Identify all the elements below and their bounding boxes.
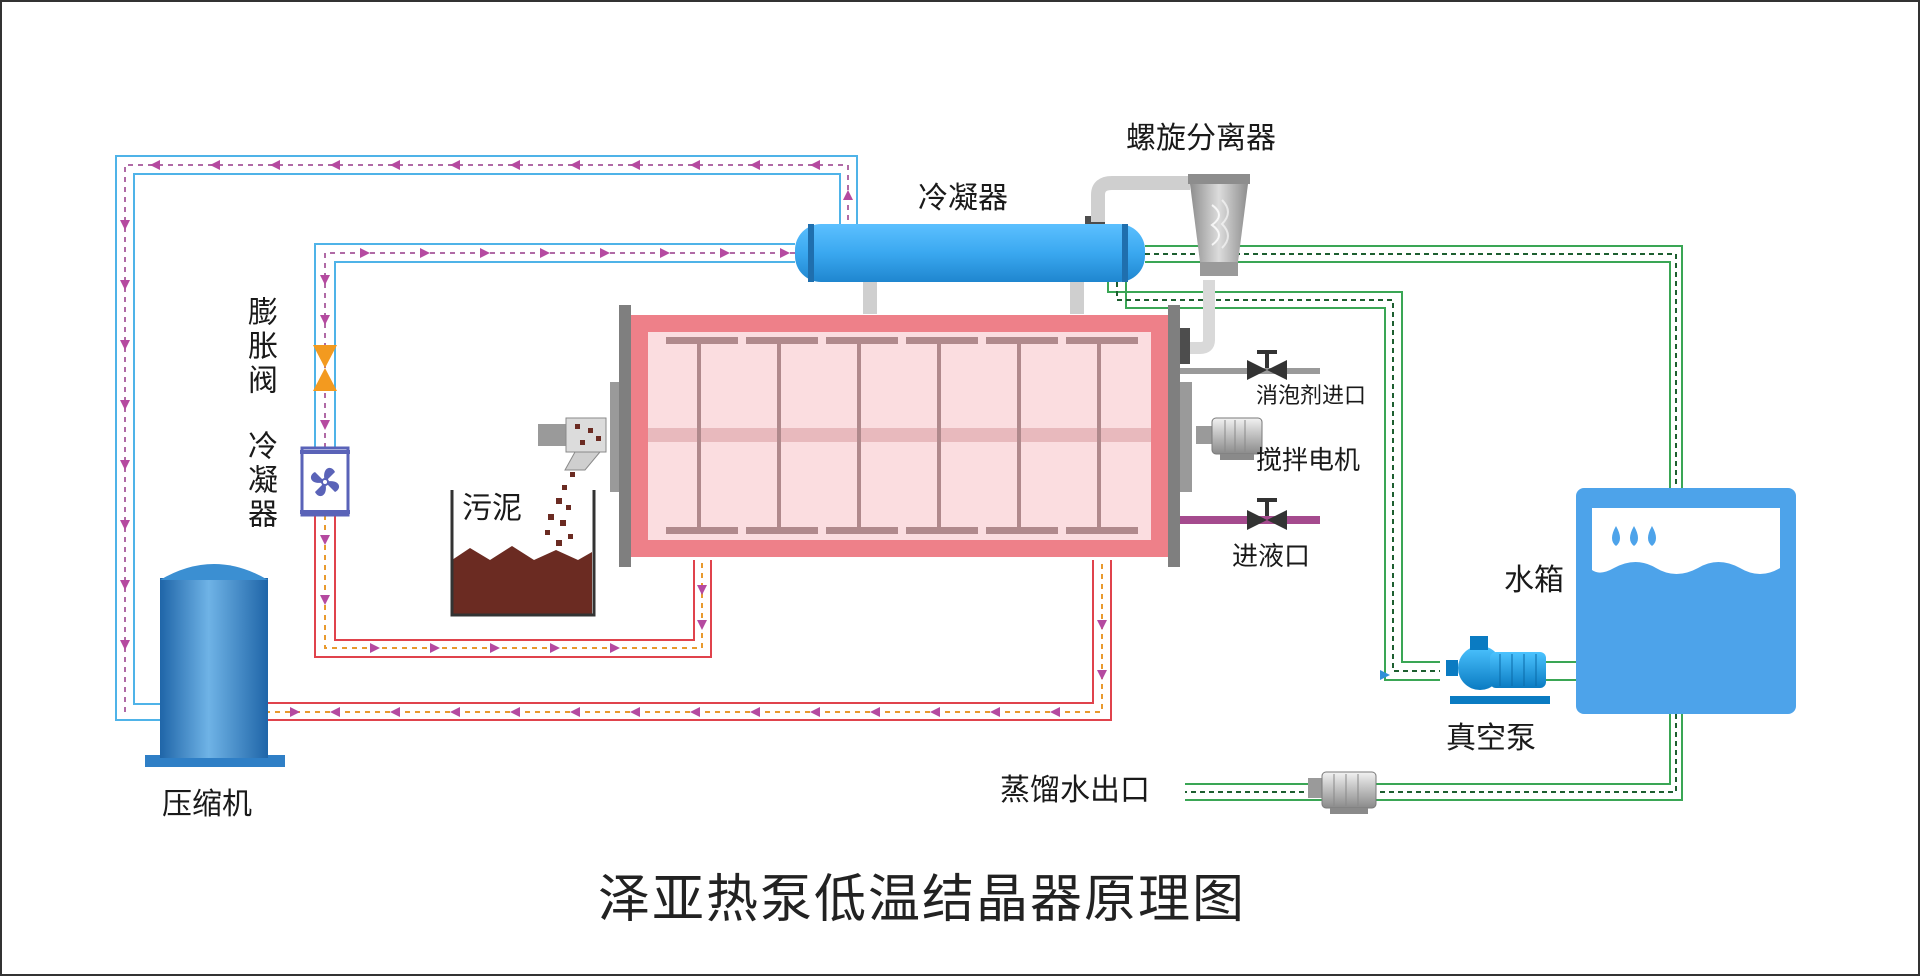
water-drop-icon <box>1612 526 1656 546</box>
refrigerant-hot-loop-large <box>265 560 1112 721</box>
label-condenser-top: 冷凝器 <box>918 181 1008 216</box>
flow-arrows-refrigerant <box>120 160 1107 717</box>
label-liquid-inlet: 进液口 <box>1232 542 1311 572</box>
water-tank <box>1576 488 1796 714</box>
pump-icon <box>1446 636 1550 704</box>
label-spiral-separator: 螺旋分离器 <box>1126 121 1276 156</box>
sludge-bin <box>450 490 596 617</box>
valve-icon <box>1247 350 1287 380</box>
label-sludge: 污泥 <box>462 491 522 526</box>
fan-icon <box>300 446 350 517</box>
label-stir-motor: 搅拌电机 <box>1256 446 1361 476</box>
compressor <box>145 564 285 767</box>
label-condenser-side: 冷凝器 <box>242 430 277 532</box>
spiral-separator <box>1091 174 1250 354</box>
label-expansion-valve: 膨胀阀 <box>242 296 277 398</box>
label-distilled-outlet: 蒸馏水出口 <box>1000 773 1150 808</box>
sludge-feeder <box>538 417 607 557</box>
crystallizer <box>610 305 1192 567</box>
valve-icon <box>1247 498 1287 530</box>
label-defoamer-inlet: 消泡剂进口 <box>1256 384 1367 409</box>
diagram-title: 泽亚热泵低温结晶器原理图 <box>598 870 1247 930</box>
refrigerant-hot-loop-small <box>314 515 712 658</box>
label-compressor: 压缩机 <box>162 787 252 822</box>
motor-icon <box>1308 771 1377 814</box>
label-vacuum-pump: 真空泵 <box>1446 721 1536 756</box>
motor-icon <box>1196 417 1263 460</box>
expansion-valve-icon <box>313 345 337 391</box>
label-water-tank: 水箱 <box>1504 563 1564 598</box>
